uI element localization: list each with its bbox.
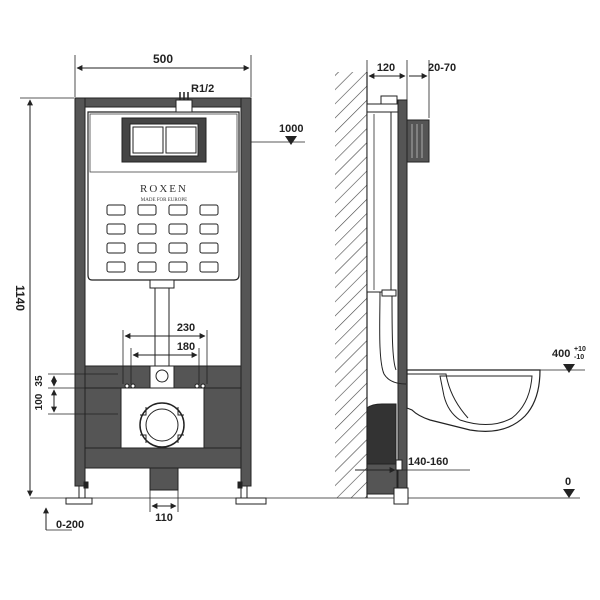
frame-crossbar-lower <box>84 447 242 469</box>
front-view: ROXEN MADE FOR EUROPE <box>13 52 580 531</box>
frame-right-block <box>203 387 242 449</box>
brand-name: ROXEN <box>140 183 188 195</box>
side-view: 120 20-70 400 +10 -10 140-160 0 <box>335 60 586 505</box>
label-35: 35 <box>34 375 45 387</box>
dim-spacing: 230 180 <box>122 322 208 384</box>
dim-foot-adjust: 0-200 <box>43 507 84 531</box>
cistern-rib-cell <box>137 223 157 235</box>
label-thread: R1/2 <box>191 83 214 95</box>
mounting-bolts <box>124 383 206 389</box>
cistern-rib-cell <box>106 223 126 235</box>
label-0: 0 <box>565 476 571 488</box>
cistern-rib-cell <box>199 223 219 235</box>
flush-button-right <box>165 126 197 154</box>
dim-bowl-height: 400 +10 -10 <box>407 346 586 373</box>
side-frame <box>366 95 430 505</box>
cistern-rib-grid <box>106 204 219 273</box>
dim-outlet-range: 140-160 <box>355 456 470 473</box>
frame-right-post <box>240 97 252 487</box>
flush-outlet-ring <box>155 369 169 383</box>
brand-tagline: MADE FOR EUROPE <box>141 198 187 203</box>
inlet-thread-marks <box>179 92 189 100</box>
cistern-rib-cell <box>199 261 219 273</box>
cistern-rib-cell <box>199 204 219 216</box>
label-400: 400 <box>552 348 570 360</box>
label-1000: 1000 <box>279 123 303 135</box>
dim-width-500: 500 <box>74 52 252 97</box>
dim-floor-0: 0 <box>563 476 575 498</box>
dim-vertical-small: 35 100 <box>34 373 118 415</box>
flush-button-left <box>132 126 164 154</box>
label-1140: 1140 <box>13 285 27 311</box>
label-500: 500 <box>153 52 173 66</box>
label-180: 180 <box>177 341 195 353</box>
dim-gap-20-70: 20-70 <box>409 60 456 118</box>
label-400-minus: -10 <box>574 354 584 361</box>
cistern-rib-cell <box>137 242 157 254</box>
label-20-70: 20-70 <box>428 62 456 74</box>
label-0-200: 0-200 <box>56 519 84 531</box>
cistern-rib-cell <box>168 223 188 235</box>
cistern-rib-cell <box>137 204 157 216</box>
water-inlet-valve <box>175 99 193 113</box>
wall-hatch <box>335 72 367 498</box>
flush-pipe-collar <box>149 279 175 289</box>
label-140-160: 140-160 <box>408 456 448 468</box>
label-230: 230 <box>177 322 195 334</box>
frame-outlet-stub <box>149 467 179 491</box>
dim-depth-120: 120 <box>366 60 408 100</box>
cistern-rib-cell <box>137 261 157 273</box>
drain-outlet <box>139 402 185 448</box>
cistern-rib-cell <box>106 204 126 216</box>
frame-left-block <box>84 387 122 449</box>
cistern-rib-cell <box>106 261 126 273</box>
cistern-rib-cell <box>168 261 188 273</box>
cistern-rib-cell <box>199 242 219 254</box>
label-100: 100 <box>34 393 45 410</box>
dim-height-1140: 1140 <box>13 97 74 497</box>
frame-left-post <box>74 97 86 487</box>
cistern-rib-cell <box>168 204 188 216</box>
dim-level-1000: 1000 <box>251 123 305 145</box>
flush-pipe <box>154 287 170 367</box>
label-400-plus: +10 <box>574 346 586 353</box>
label-110: 110 <box>155 512 173 524</box>
frame-top-rail <box>74 97 251 108</box>
dim-outlet-110: 110 <box>149 490 179 524</box>
cistern-rib-cell <box>106 242 126 254</box>
cistern-rib-cell <box>168 242 188 254</box>
label-120: 120 <box>377 62 395 74</box>
